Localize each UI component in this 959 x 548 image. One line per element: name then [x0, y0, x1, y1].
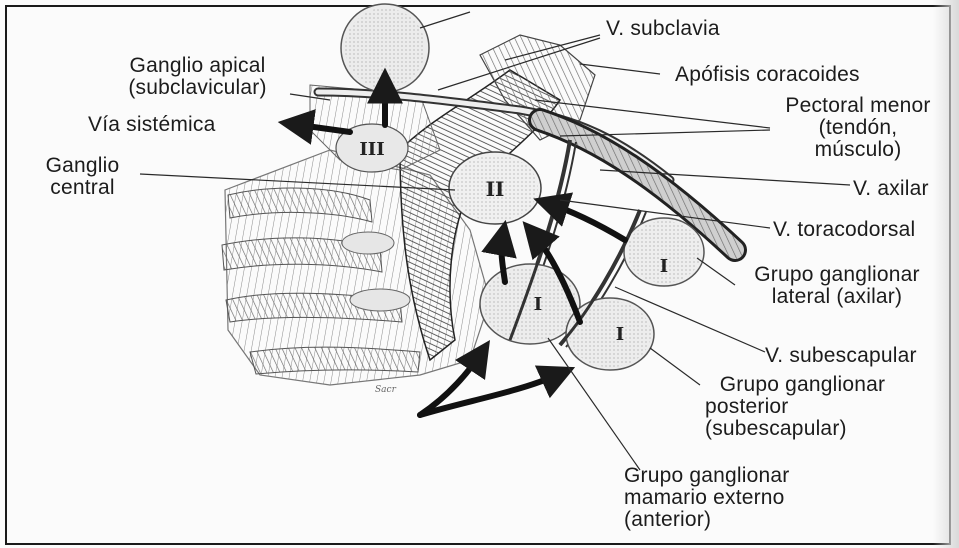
label-grupo-posterior: Grupo ganglionar posterior (subescapular… [700, 374, 905, 440]
label-pectoral: Pectoral menor (tendón, músculo) [758, 95, 958, 161]
node-lateral: I [624, 218, 704, 286]
label-ganglio-central-line2: central [25, 177, 140, 199]
label-grupo-mamario-line3: (anterior) [624, 509, 789, 531]
label-ganglio-central-line1: Ganglio [25, 155, 140, 177]
label-grupo-mamario: Grupo ganglionar mamario externo (anteri… [624, 465, 789, 531]
label-ganglio-apical: Ganglio apical (subclavicular) [100, 55, 295, 99]
node-posterior: I [566, 298, 654, 370]
label-grupo-mamario-line1: Grupo ganglionar [624, 465, 789, 487]
label-pectoral-line1: Pectoral menor [758, 95, 958, 117]
label-ganglio-apical-line2: (subclavicular) [100, 77, 295, 99]
label-apofisis: Apófisis coracoides [675, 64, 860, 86]
node-posterior-label: I [616, 324, 624, 345]
node-central-label: II [486, 177, 505, 201]
label-ganglio-central: Ganglio central [25, 155, 140, 199]
arrow-mamario-central [502, 234, 505, 282]
label-grupo-mamario-line2: mamario externo [624, 487, 789, 509]
label-grupo-lateral-line2: lateral (axilar) [732, 286, 942, 308]
svg-text:Sacr: Sacr [375, 385, 397, 395]
label-ganglio-apical-line1: Ganglio apical [100, 55, 295, 77]
node-mamario-label: I [534, 294, 542, 315]
arrow-lower-posterior [420, 373, 562, 415]
label-v-subescapular: V. subescapular [765, 345, 917, 367]
node-lateral-label: I [660, 256, 668, 277]
node-central: II [449, 152, 541, 224]
label-grupo-posterior-line1: Grupo ganglionar [700, 374, 905, 396]
label-v-axilar: V. axilar [853, 178, 929, 200]
arrow-lateral-central [547, 203, 625, 240]
label-grupo-posterior-line2: posterior [700, 396, 905, 418]
node-mamario: I [480, 264, 580, 344]
label-pectoral-line3: músculo) [758, 139, 958, 161]
label-grupo-lateral: Grupo ganglionar lateral (axilar) [732, 264, 942, 308]
label-v-toracodorsal: V. toracodorsal [773, 219, 915, 241]
label-grupo-posterior-line3: (subescapular) [700, 418, 905, 440]
label-pectoral-line2: (tendón, [758, 117, 958, 139]
node-apical [341, 4, 429, 92]
label-grupo-lateral-line1: Grupo ganglionar [732, 264, 942, 286]
label-via-sistemica: Vía sistémica [88, 114, 215, 136]
label-v-subclavia: V. subclavia [606, 18, 720, 40]
node-apical-label: III [359, 139, 384, 160]
